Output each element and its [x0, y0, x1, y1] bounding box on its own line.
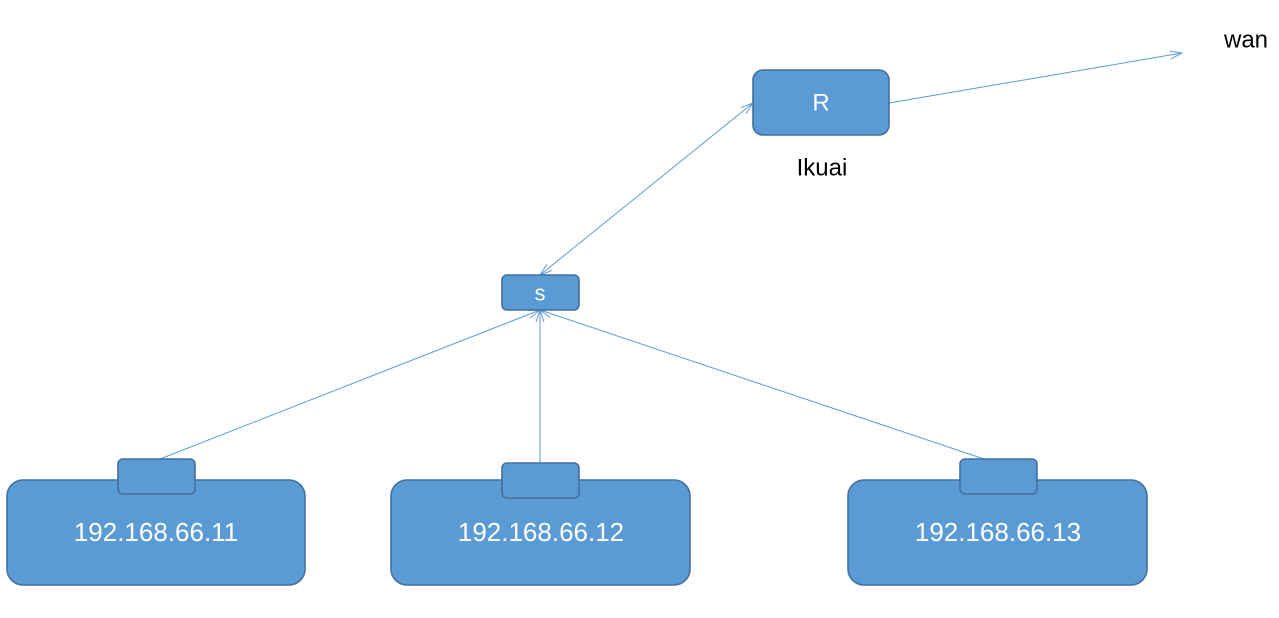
host-3-label: 192.168.66.13	[915, 517, 1081, 547]
router-node[interactable]: R	[752, 69, 890, 136]
host-2-port	[501, 462, 580, 499]
router-label: R	[812, 90, 829, 117]
wan-label: wan	[1223, 27, 1268, 54]
host-3-port	[959, 458, 1038, 495]
switch-label: s	[535, 281, 546, 306]
router-caption: Ikuai	[797, 155, 848, 182]
host-1-label: 192.168.66.11	[74, 517, 238, 547]
host3-to-switch-link	[540, 310, 985, 460]
router-to-wan-link	[888, 53, 1182, 104]
host-node-2[interactable]: 192.168.66.12	[390, 462, 691, 586]
switch-node[interactable]: s	[501, 274, 580, 311]
host1-to-switch-link	[159, 310, 540, 460]
host-1-port	[117, 458, 196, 495]
host-node-1[interactable]: 192.168.66.11	[6, 458, 306, 586]
switch-router-link	[540, 103, 753, 275]
host-2-label: 192.168.66.12	[458, 517, 624, 547]
host-node-3[interactable]: 192.168.66.13	[847, 458, 1148, 586]
